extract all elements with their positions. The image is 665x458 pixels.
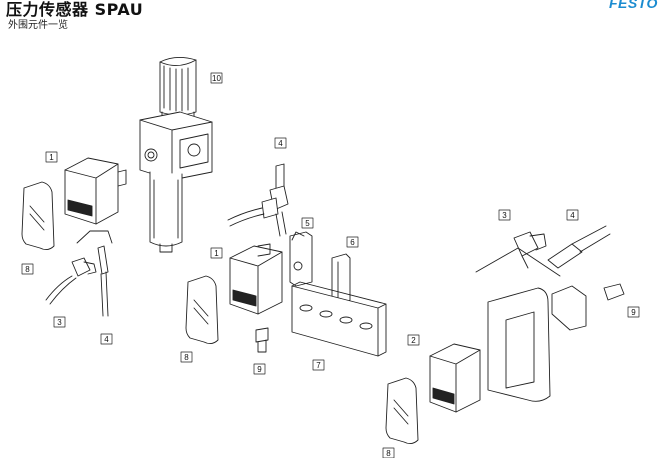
callout-4-left: 4 bbox=[104, 335, 109, 344]
callout-9-right: 9 bbox=[631, 308, 636, 317]
callout-1-left: 1 bbox=[49, 153, 54, 162]
callout-8-left: 8 bbox=[25, 265, 30, 274]
callout-1-middle: 1 bbox=[214, 249, 219, 258]
callout-4-middle: 4 bbox=[278, 139, 283, 148]
filter-regulator bbox=[139, 57, 223, 253]
callout-9-middle: 9 bbox=[257, 365, 262, 374]
callout-5: 5 bbox=[305, 219, 310, 228]
callout-8-right: 8 bbox=[386, 449, 391, 458]
callout-3-right: 3 bbox=[502, 211, 507, 220]
callout-3-left: 3 bbox=[57, 318, 62, 327]
page-title: 压力传感器 SPAU bbox=[6, 0, 144, 19]
callout-8-middle: 8 bbox=[184, 353, 189, 362]
callout-7: 7 bbox=[316, 361, 321, 370]
sensor-group-left bbox=[21, 151, 127, 345]
festo-logo: FESTO bbox=[609, 0, 658, 11]
callout-2: 2 bbox=[411, 336, 416, 345]
sensor-group-middle bbox=[180, 137, 387, 375]
sensor-group-right bbox=[382, 209, 640, 458]
callout-6: 6 bbox=[350, 238, 355, 247]
callout-4-right: 4 bbox=[570, 211, 575, 220]
page-subtitle: 外围元件一览 bbox=[8, 20, 68, 31]
callout-10: 10 bbox=[212, 74, 221, 83]
